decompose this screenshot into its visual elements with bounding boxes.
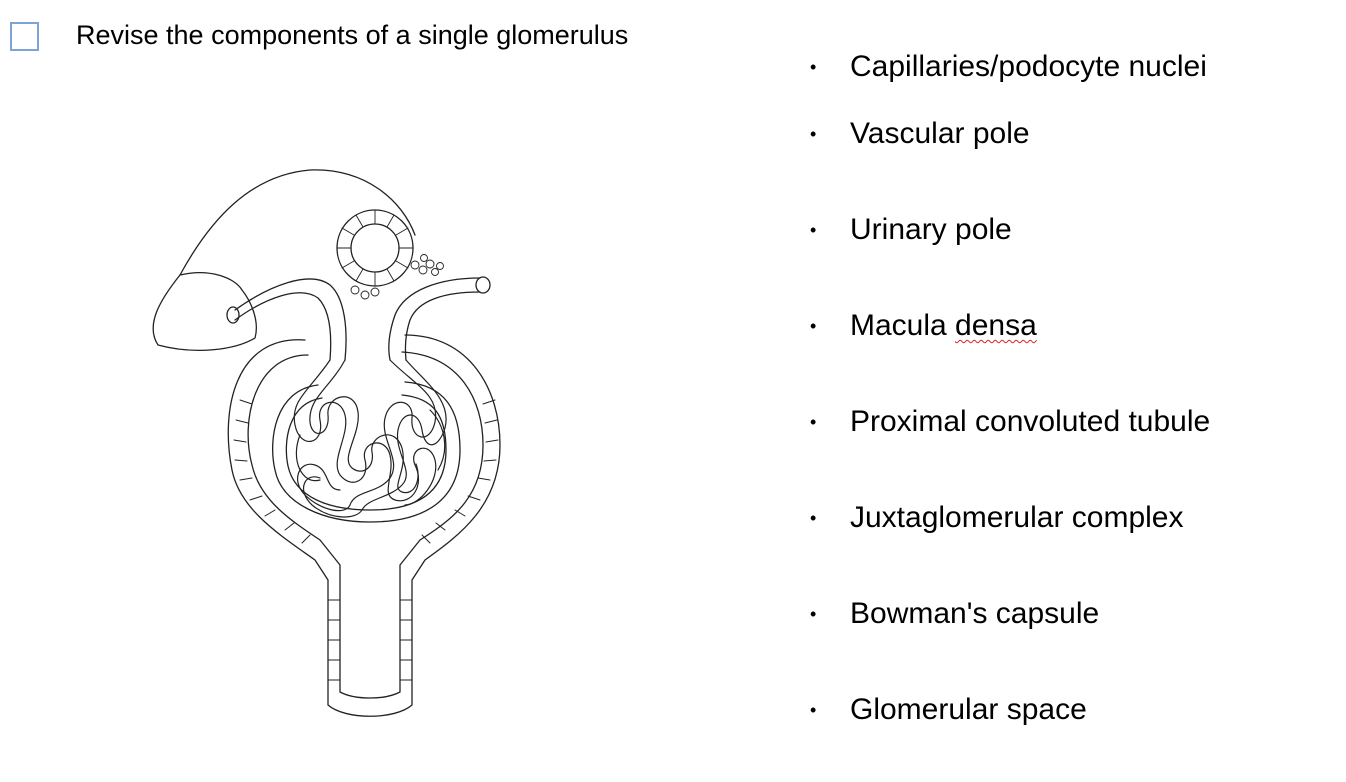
list-item: • Macula densa bbox=[810, 308, 1037, 344]
bullet-dot-icon: • bbox=[810, 412, 817, 432]
list-item-label: Urinary pole bbox=[850, 213, 1012, 246]
epithelial-cells bbox=[233, 399, 499, 681]
macula-cells bbox=[336, 209, 414, 287]
list-item: • Capillaries/podocyte nuclei bbox=[810, 49, 1207, 85]
bowman-inner-2 bbox=[285, 394, 447, 511]
list-item-label: Capillaries/podocyte nuclei bbox=[850, 50, 1207, 83]
afferent-arteriole bbox=[234, 278, 347, 361]
task-checkbox[interactable] bbox=[10, 22, 39, 51]
list-item: • Juxtaglomerular complex bbox=[810, 500, 1183, 536]
spellcheck-flagged-word: densa bbox=[955, 309, 1037, 342]
list-item-label: Bowman's capsule bbox=[850, 597, 1100, 630]
flap-top bbox=[179, 169, 416, 276]
list-item-label: Macula densa bbox=[850, 309, 1037, 342]
list-item-label: Proximal convoluted tubule bbox=[850, 405, 1211, 438]
list-item-label: Vascular pole bbox=[850, 117, 1030, 150]
capsule-outer bbox=[227, 334, 501, 717]
efferent-arteriole bbox=[388, 277, 481, 361]
flap-outline bbox=[152, 272, 257, 351]
list-item: • Proximal convoluted tubule bbox=[810, 404, 1210, 440]
glomerulus-diagram bbox=[152, 169, 501, 717]
list-item: • Glomerular space bbox=[810, 692, 1087, 728]
list-item: • Urinary pole bbox=[810, 212, 1012, 248]
afferent-lumen bbox=[226, 306, 240, 324]
capillary-tuft bbox=[293, 359, 447, 518]
list-item: • Bowman's capsule bbox=[810, 596, 1099, 632]
bullet-dot-icon: • bbox=[810, 124, 817, 144]
list-item: • Vascular pole bbox=[810, 116, 1030, 152]
bullet-dot-icon: • bbox=[810, 604, 817, 624]
bullet-dot-icon: • bbox=[810, 700, 817, 720]
bullet-dot-icon: • bbox=[810, 508, 817, 528]
list-item-label: Juxtaglomerular complex bbox=[850, 501, 1184, 534]
efferent-lumen bbox=[475, 276, 491, 294]
list-item-label: Glomerular space bbox=[850, 693, 1087, 726]
bowman-inner bbox=[272, 381, 461, 523]
bullet-dot-icon: • bbox=[810, 57, 817, 77]
capsule-inner bbox=[247, 351, 484, 699]
bullet-dot-icon: • bbox=[810, 220, 817, 240]
bullet-dot-icon: • bbox=[810, 316, 817, 336]
jg-cells bbox=[350, 254, 444, 300]
task-heading: Revise the components of a single glomer… bbox=[76, 20, 629, 50]
